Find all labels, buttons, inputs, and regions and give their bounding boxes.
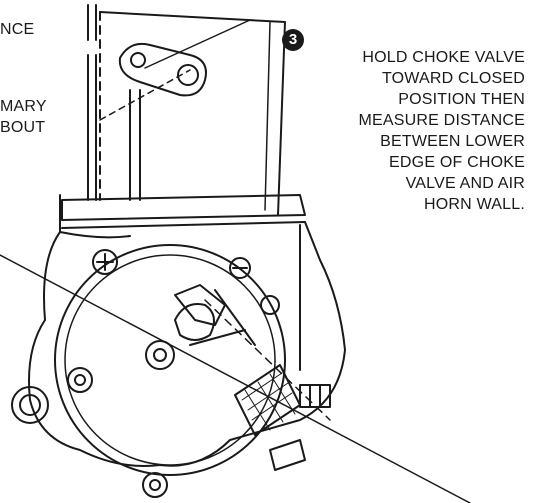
carburetor-body: [28, 221, 346, 467]
cropped-label-top: NCE: [0, 21, 35, 38]
choke-lever: [99, 19, 251, 121]
thermostatic-coil: [234, 364, 331, 471]
cropped-label-middle: MARY BOUT: [0, 98, 47, 136]
choke-housing: [54, 244, 286, 476]
callout-number-badge: 3: [282, 29, 304, 51]
air-horn-wall: [99, 11, 286, 216]
mounting-screws: [11, 249, 280, 498]
instruction-text: HOLD CHOKE VALVE TOWARD CLOSED POSITION …: [358, 49, 525, 213]
choke-shaft-rods: [87, 4, 141, 201]
internal-linkage: [174, 284, 256, 346]
reference-lines: [0, 254, 471, 503]
flange-plate: [59, 194, 306, 233]
